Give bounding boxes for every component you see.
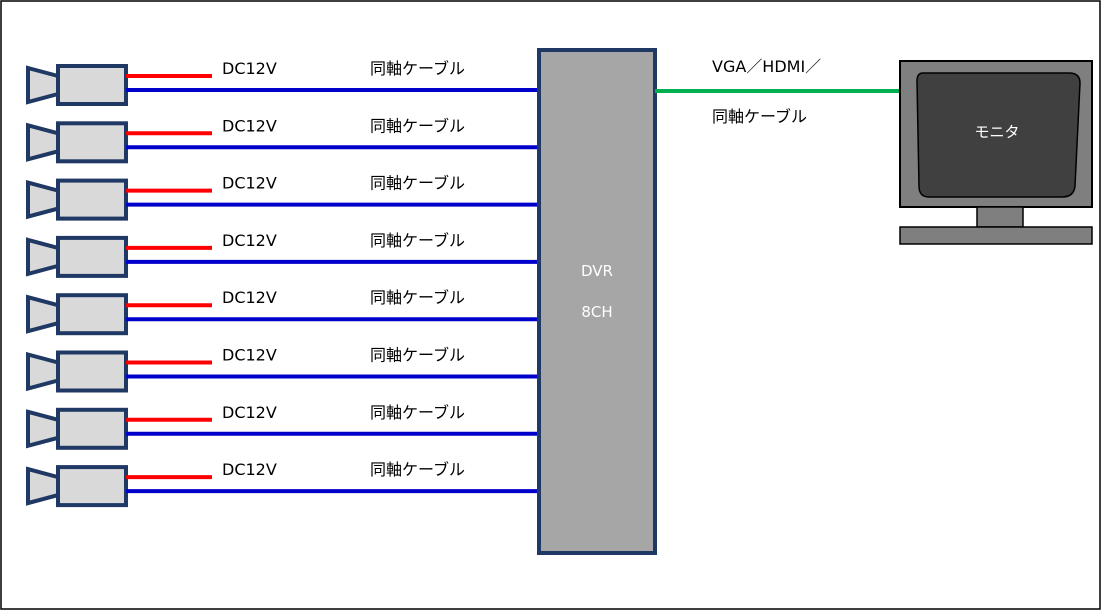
camera-row: DC12V 同軸ケーブル (26, 116, 541, 164)
power-label: DC12V (222, 174, 277, 193)
monitor-stand-neck (976, 206, 1024, 228)
camera-row: DC12V 同軸ケーブル (26, 460, 541, 508)
cable-label: 同軸ケーブル (370, 288, 465, 307)
output-label-line1: VGA／HDMI／ (712, 57, 821, 76)
power-label: DC12V (222, 288, 277, 307)
dvr-unit: DVR 8CH (537, 48, 657, 555)
camera-body (56, 121, 128, 164)
camera-row: DC12V 同軸ケーブル (26, 403, 541, 450)
camera-lens (26, 351, 60, 392)
cable-label: 同軸ケーブル (370, 174, 465, 193)
camera-body (56, 178, 128, 221)
cable-label: 同軸ケーブル (370, 403, 465, 422)
monitor-stand-base (899, 226, 1093, 245)
monitor-icon: モニタ (899, 60, 1093, 245)
camera-lens (26, 237, 60, 277)
camera-body (56, 465, 128, 508)
camera-icon (26, 350, 128, 393)
output-label-line2: 同軸ケーブル (712, 107, 807, 126)
camera-row: DC12V 同軸ケーブル (26, 288, 541, 336)
camera-body (56, 64, 128, 106)
camera-body (56, 350, 128, 393)
camera-icon (26, 121, 128, 164)
camera-row: DC12V 同軸ケーブル (26, 231, 541, 278)
camera-icon (26, 178, 128, 221)
power-label: DC12V (222, 231, 277, 250)
power-label: DC12V (222, 116, 277, 135)
power-label: DC12V (222, 346, 277, 365)
camera-icon (26, 465, 128, 508)
cable-label: 同軸ケーブル (370, 346, 465, 365)
camera-rows: DC12V 同軸ケーブル DC12V 同軸ケーブル DC12V 同軸ケーブル DC12V 同軸… (26, 59, 541, 508)
camera-row: DC12V 同軸ケーブル (26, 59, 541, 106)
dvr-label-line2: 8CH (581, 303, 612, 321)
camera-body (56, 407, 128, 450)
dvr-label-line1: DVR (581, 262, 613, 280)
cable-label: 同軸ケーブル (370, 231, 465, 250)
camera-lens (26, 122, 60, 162)
camera-body (56, 235, 128, 278)
power-label: DC12V (222, 59, 277, 78)
dvr-box (537, 48, 657, 555)
camera-row: DC12V 同軸ケーブル (26, 346, 541, 393)
camera-body (56, 293, 128, 336)
camera-lens (26, 65, 60, 105)
camera-lens (26, 466, 60, 506)
camera-lens (26, 294, 60, 334)
camera-lens (26, 179, 60, 220)
cable-label: 同軸ケーブル (370, 460, 465, 479)
power-label: DC12V (222, 460, 277, 479)
camera-lens (26, 409, 60, 449)
camera-icon (26, 235, 128, 278)
cable-label: 同軸ケーブル (370, 116, 465, 135)
monitor-label: モニタ (974, 123, 1019, 141)
camera-icon (26, 293, 128, 336)
camera-row: DC12V 同軸ケーブル (26, 174, 541, 221)
cable-label: 同軸ケーブル (370, 59, 465, 78)
camera-icon (26, 407, 128, 450)
monitor-screen (916, 72, 1081, 198)
power-label: DC12V (222, 403, 277, 422)
camera-icon (26, 64, 128, 106)
